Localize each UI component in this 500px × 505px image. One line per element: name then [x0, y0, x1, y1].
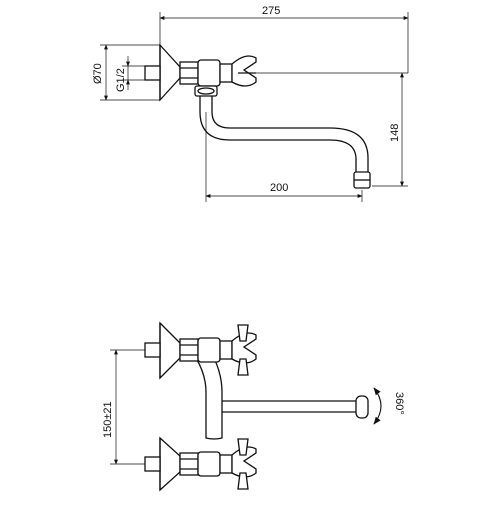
label-spout-reach: 200 [270, 182, 288, 194]
rotation-indicator: 360° [373, 387, 405, 425]
dimension-height: 148 [372, 72, 408, 187]
dimension-flange-diameter: Ø70 [92, 44, 160, 101]
label-center-distance: 150±21 [102, 401, 114, 438]
dimension-spout-reach: 200 [205, 112, 363, 202]
label-flange-diameter: Ø70 [92, 63, 104, 84]
dimension-total-length: 275 [159, 5, 409, 73]
dimension-thread: G1/2 [115, 56, 145, 92]
dimension-center-distance: 150±21 [102, 349, 145, 465]
top-view-faucet [144, 43, 371, 189]
label-rotation: 360° [393, 392, 405, 415]
label-thread: G1/2 [115, 68, 127, 92]
label-total-length: 275 [262, 5, 280, 17]
upper-valve [144, 321, 257, 380]
bottom-view-faucet [144, 321, 369, 492]
lower-valve [144, 436, 257, 492]
label-height: 148 [389, 124, 401, 142]
